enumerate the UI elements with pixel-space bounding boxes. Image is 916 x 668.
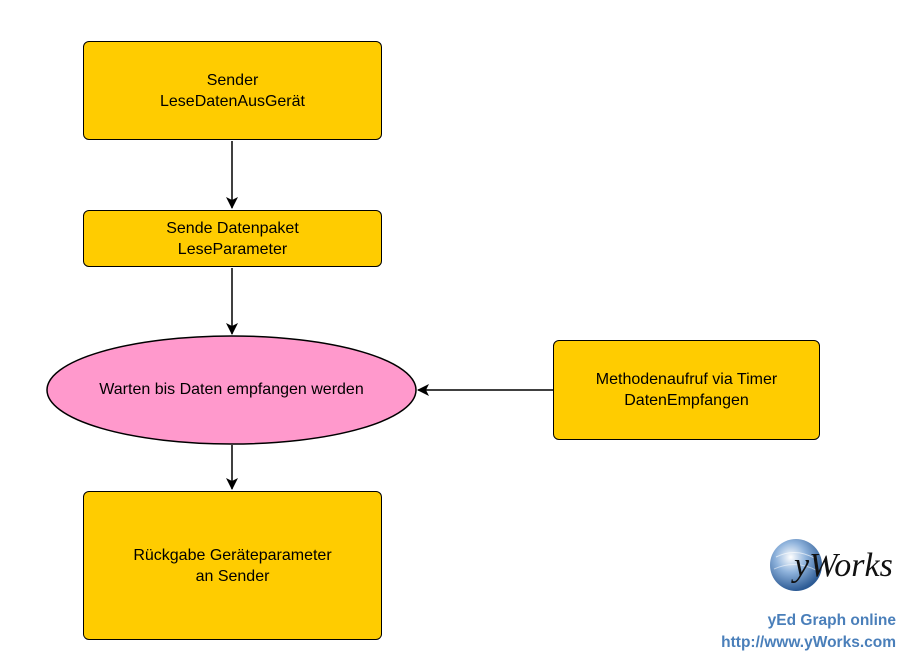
node-method-call-line2: DatenEmpfangen [624,392,749,409]
yworks-logo-text: yWorks [791,547,893,584]
node-return-line1: Rückgabe Geräteparameter [133,546,332,564]
node-sender-line2: LeseDatenAusGerät [160,92,305,110]
node-send-packet-line2: LeseParameter [177,240,288,258]
node-sender[interactable]: Sender LeseDatenAusGerät [83,41,382,140]
brand-url-link[interactable]: http://www.yWorks.com [721,634,896,651]
node-return-line2: an Sender [195,567,270,585]
node-send-packet-line1: Sende Datenpaket [166,219,299,237]
brand-caption: yEd Graph online [767,612,896,629]
node-sender-line1: Sender [206,71,259,89]
node-return[interactable]: Rückgabe Geräteparameter an Sender [83,491,382,640]
wait-ellipse-shape[interactable] [46,335,417,445]
node-send-packet[interactable]: Sende Datenpaket LeseParameter [83,210,382,267]
yworks-logo-icon: yWorks [770,539,893,591]
node-method-call[interactable]: Methodenaufruf via Timer DatenEmpfangen [553,340,820,440]
node-method-call-line1: Methodenaufruf via Timer [595,371,778,388]
yworks-branding: yWorks yEd Graph online http://www.yWork… [716,537,896,657]
